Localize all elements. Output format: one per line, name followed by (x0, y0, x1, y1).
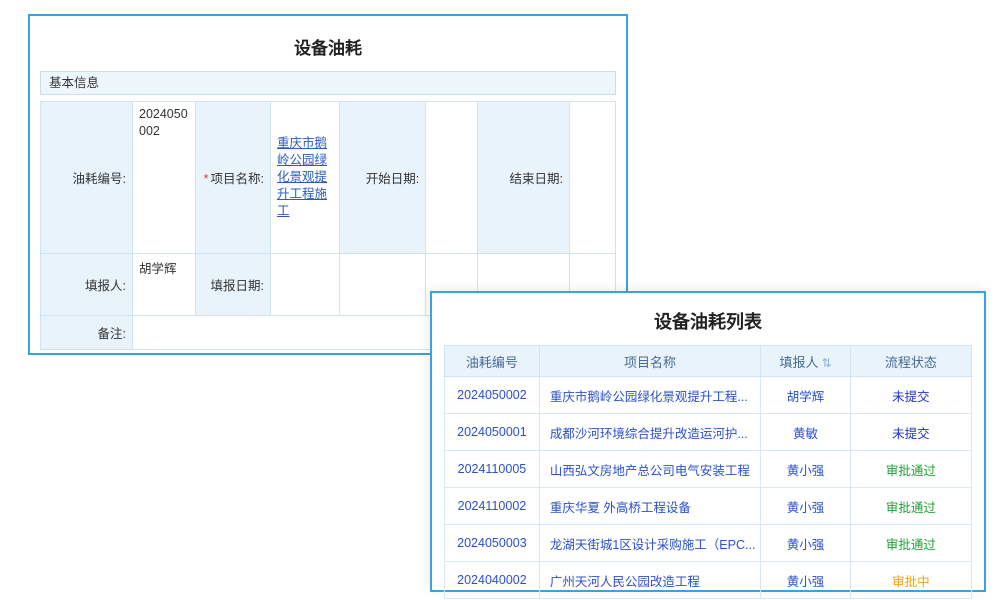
fuel-no-link[interactable]: 2024050003 (444, 524, 540, 562)
filler-name: 黄小强 (760, 561, 851, 599)
filler-name: 黄小强 (760, 487, 851, 525)
fill-date-label: 填报日期: (195, 253, 271, 316)
project-label: *项目名称: (195, 101, 271, 254)
project-link[interactable]: 重庆华夏 外高桥工程设备 (538, 487, 762, 525)
project-link[interactable]: 重庆市鹅岭公园绿化景观提升工程施工 (277, 136, 328, 218)
filler-name: 黄小强 (760, 524, 851, 562)
status-badge: 未提交 (849, 413, 973, 451)
fuel-no-link[interactable]: 2024040002 (444, 561, 540, 599)
fuel-no-text: 2024050002 (139, 107, 188, 138)
project-label-text: 项目名称: (210, 172, 264, 186)
list-title: 设备油耗列表 (654, 312, 762, 332)
fuel-no-label: 油耗编号: (40, 101, 133, 254)
col-filler-label: 填报人 (779, 354, 819, 370)
status-badge: 审批通过 (849, 524, 973, 562)
project-link[interactable]: 山西弘文房地产总公司电气安装工程 (538, 450, 762, 488)
fuel-no-link[interactable]: 2024110005 (444, 450, 540, 488)
end-date-label: 结束日期: (477, 101, 570, 254)
status-badge: 审批中 (849, 561, 973, 599)
fill-date-value[interactable] (270, 253, 340, 316)
col-fuel-no: 油耗编号 (444, 345, 540, 377)
status-badge: 审批通过 (849, 487, 973, 525)
filler-name: 黄敏 (760, 413, 851, 451)
col-project: 项目名称 (538, 345, 762, 377)
remark-label: 备注: (40, 315, 133, 350)
form-title: 设备油耗 (294, 39, 362, 58)
project-link[interactable]: 龙湖天街城1区设计采购施工（EPC... (538, 524, 762, 562)
fuel-no-link[interactable]: 2024110002 (444, 487, 540, 525)
fuel-no-link[interactable]: 2024050001 (444, 413, 540, 451)
sort-icon[interactable]: ⇅ (821, 355, 832, 370)
col-status: 流程状态 (849, 345, 973, 377)
empty-cell (338, 253, 427, 316)
filler-label: 填报人: (40, 253, 133, 316)
status-badge: 未提交 (849, 376, 973, 414)
project-link[interactable]: 重庆市鹅岭公园绿化景观提升工程... (538, 376, 762, 414)
col-filler[interactable]: 填报人⇅ (760, 345, 851, 377)
fuel-no-value[interactable]: 2024050002 (131, 101, 197, 254)
fuel-no-link[interactable]: 2024050002 (444, 376, 540, 414)
section-basic-info: 基本信息 (40, 71, 616, 95)
start-date-value[interactable] (425, 101, 478, 254)
project-link[interactable]: 广州天河人民公园改造工程 (538, 561, 762, 599)
required-mark: * (203, 172, 209, 186)
filler-value: 胡学辉 (131, 253, 197, 316)
start-date-label: 开始日期: (338, 101, 427, 254)
filler-name: 胡学辉 (760, 376, 851, 414)
project-link[interactable]: 成都沙河环境综合提升改造运河护... (538, 413, 762, 451)
filler-name: 黄小强 (760, 450, 851, 488)
end-date-value[interactable] (569, 101, 616, 254)
status-badge: 审批通过 (849, 450, 973, 488)
table-header-row: 油耗编号 项目名称 填报人⇅ 流程状态 (444, 345, 973, 377)
project-value-cell: 重庆市鹅岭公园绿化景观提升工程施工 (270, 101, 340, 254)
